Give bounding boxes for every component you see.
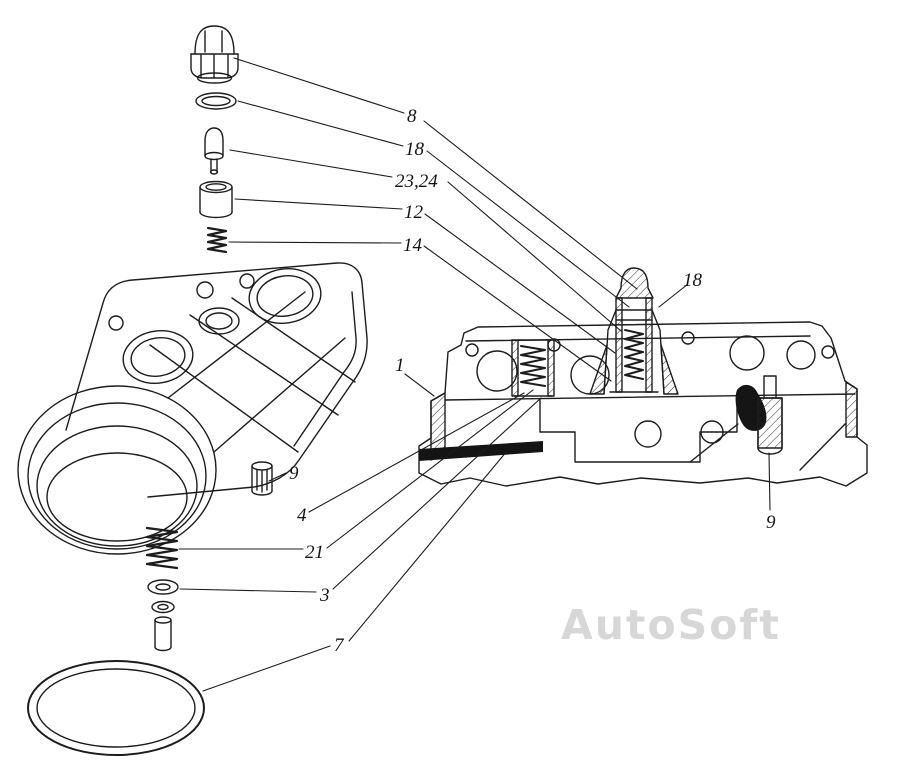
section-valve-assembly — [589, 267, 679, 395]
callout-1: 1 — [395, 355, 405, 376]
part-valve-23-24 — [204, 127, 224, 175]
part-sleeve-12 — [199, 180, 233, 219]
callout-18-top: 18 — [405, 139, 424, 160]
part-pin — [154, 616, 172, 652]
leader-lines — [178, 57, 771, 692]
section-spring-pocket — [511, 339, 555, 397]
callout-8-top: 8 — [407, 106, 417, 127]
callout-14: 14 — [403, 235, 422, 256]
section-gasket-strip — [419, 441, 543, 461]
part-plug-9-left — [251, 461, 273, 496]
housing-section-view — [418, 267, 868, 487]
part-oring-7 — [27, 660, 205, 756]
part-oring-18 — [195, 92, 237, 110]
part-spring-21 — [145, 526, 179, 570]
callout-23-24: 23,24 — [395, 171, 438, 192]
callout-21: 21 — [305, 542, 324, 563]
callout-12: 12 — [404, 202, 423, 223]
callout-9-left: 9 — [289, 463, 299, 484]
callout-18-right: 18 — [683, 270, 702, 291]
callout-3: 3 — [320, 585, 330, 606]
housing-front-view — [17, 262, 368, 555]
callout-7: 7 — [334, 635, 344, 656]
section-plug-9 — [735, 375, 783, 455]
callout-9-right: 9 — [766, 512, 776, 533]
callout-4: 4 — [297, 505, 307, 526]
part-cap-8 — [190, 25, 239, 84]
part-spring-14 — [206, 226, 228, 254]
watermark: AutoSoft — [561, 601, 781, 649]
part-washers-3 — [147, 579, 179, 614]
